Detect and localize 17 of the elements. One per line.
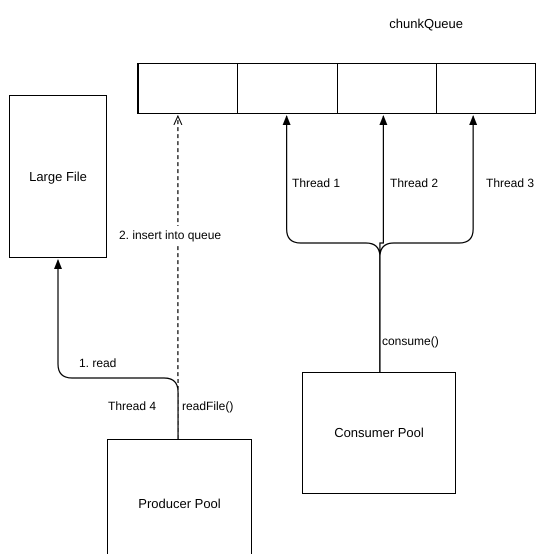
text-label: Thread 4 (108, 398, 156, 415)
edge-label: 1. read (78, 355, 118, 372)
arrow (379, 115, 478, 372)
node-label: Consumer Pool (334, 424, 424, 442)
node-label: Producer Pool (138, 495, 221, 514)
node-label: Large File (29, 168, 87, 186)
edge-label: Thread 1 (291, 175, 342, 192)
edge-label: Thread 2 (389, 175, 440, 192)
dashed-arrow (173, 116, 182, 439)
text-label: consume() (382, 333, 439, 350)
queue-title: chunkQueue (389, 15, 463, 33)
edge-label: Thread 3 (485, 175, 536, 192)
edge-label: 2. insert into queue (118, 226, 222, 244)
process-box (302, 372, 456, 494)
text-label: readFile() (182, 398, 234, 415)
process-box (9, 95, 107, 258)
process-box (107, 439, 252, 554)
